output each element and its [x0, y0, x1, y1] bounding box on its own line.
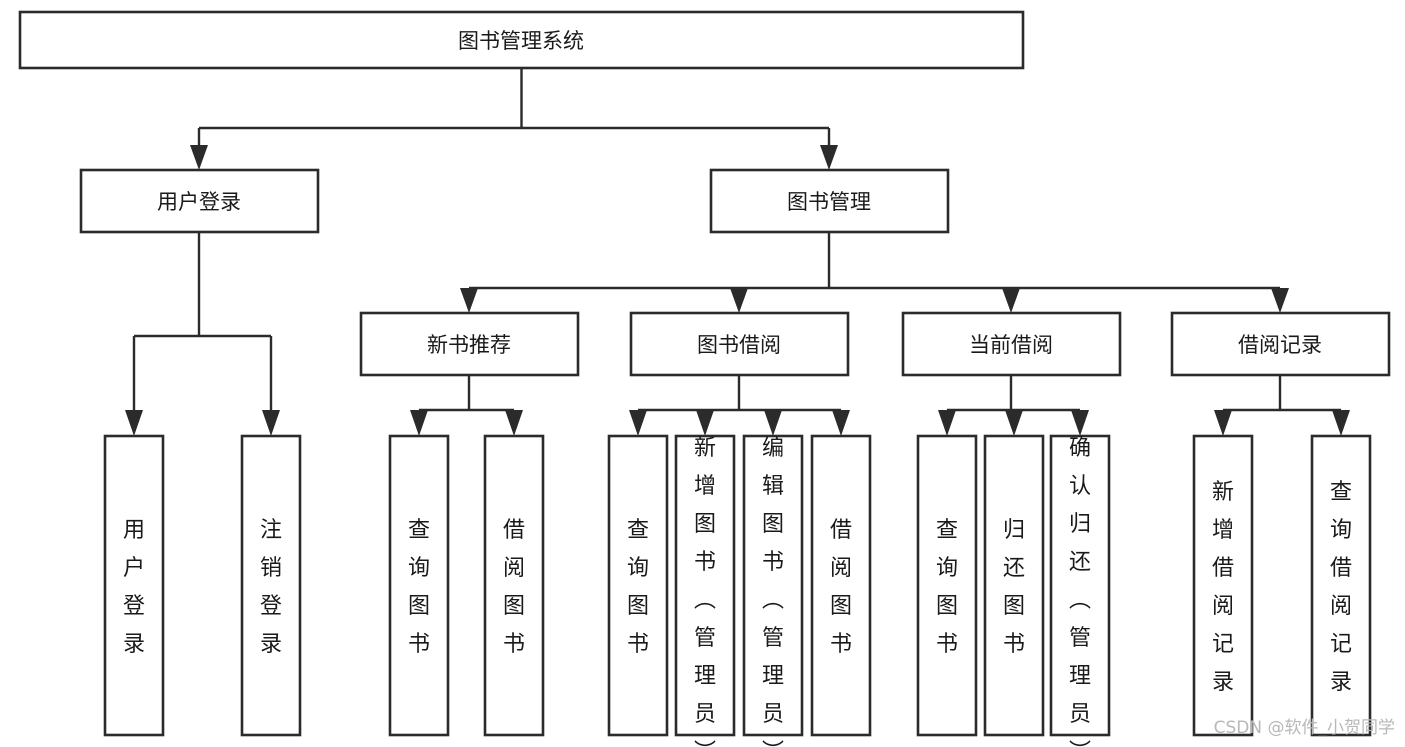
arrow-head-leaf-add-book [696, 410, 714, 436]
leaf-return-book-box[interactable] [983, 434, 1045, 737]
leaf-borrow-book-2-box[interactable] [810, 434, 872, 737]
edge-group-book-borrow [629, 375, 850, 436]
leaf-query-book-3-label: 查询图书 [936, 518, 958, 657]
leaf-user-login-box[interactable] [103, 434, 165, 737]
leaf-edit-book-label: 编辑图书︵管理员︶ [762, 436, 784, 747]
node-new-book-rec[interactable]: 新书推荐 [359, 311, 580, 377]
arrow-head-leaf-logout [262, 410, 280, 436]
node-book-manage-label: 图书管理 [787, 190, 871, 214]
leaf-borrow-book-1-label: 借阅图书 [503, 518, 525, 657]
arrow-head-leaf-edit-book [764, 410, 782, 436]
node-root-label: 图书管理系统 [458, 29, 584, 53]
node-new-book-rec-label: 新书推荐 [427, 333, 511, 357]
arrow-head-leaf-query-book-3 [938, 410, 956, 436]
leaf-query-book-1[interactable]: 查询图书 [388, 434, 450, 737]
node-book-manage-box[interactable] [709, 168, 950, 234]
node-book-borrow-label: 图书借阅 [697, 333, 781, 357]
edge-group-root [190, 68, 838, 170]
leaf-query-book-3[interactable]: 查询图书 [916, 434, 978, 737]
node-user-login-box[interactable] [79, 168, 320, 234]
node-user-login-label: 用户登录 [157, 190, 241, 214]
node-book-borrow[interactable]: 图书借阅 [629, 311, 850, 377]
node-user-login[interactable]: 用户登录 [79, 168, 320, 234]
leaf-confirm-return[interactable]: 确认归还︵管理员︶ [1049, 434, 1111, 747]
leaf-borrow-book-1[interactable]: 借阅图书 [483, 434, 545, 737]
arrow-head-book-borrow [730, 288, 748, 313]
leaf-logout-label: 注销登录 [260, 518, 282, 657]
node-book-borrow-box[interactable] [629, 311, 850, 377]
leaf-user-login-label: 用户登录 [123, 518, 145, 657]
node-current-borrow[interactable]: 当前借阅 [901, 311, 1122, 377]
node-borrow-record-box[interactable] [1170, 311, 1391, 377]
arrow-head-leaf-user-login [125, 410, 143, 436]
node-current-borrow-box[interactable] [901, 311, 1122, 377]
leaf-add-book-box[interactable] [674, 434, 736, 737]
leaf-query-book-2-box[interactable] [607, 434, 669, 737]
leaf-user-login[interactable]: 用户登录 [103, 434, 165, 737]
leaf-return-book-label: 归还图书 [1003, 518, 1025, 657]
leaf-confirm-return-label: 确认归还︵管理员︶ [1069, 436, 1091, 747]
leaf-confirm-return-box[interactable] [1049, 434, 1111, 737]
leaf-query-record-label: 查询借阅记录 [1330, 480, 1352, 695]
arrow-head-borrow-record [1271, 288, 1289, 313]
leaf-borrow-book-2-label: 借阅图书 [830, 518, 852, 657]
leaf-query-book-1-box[interactable] [388, 434, 450, 737]
node-borrow-record[interactable]: 借阅记录 [1170, 311, 1391, 377]
leaf-query-record[interactable]: 查询借阅记录 [1310, 434, 1372, 737]
edge-group-current-borrow [938, 375, 1089, 436]
leaf-add-book-label: 新增图书︵管理员︶ [694, 436, 716, 747]
leaf-query-book-1-label: 查询图书 [408, 518, 430, 657]
csdn-watermark: CSDN @软件_小贺同学 [1214, 718, 1395, 738]
node-root-box[interactable] [18, 10, 1025, 70]
arrow-head-leaf-add-record [1214, 410, 1232, 436]
arrow-head-new-book-rec [460, 288, 478, 313]
arrow-head-user-login [190, 145, 208, 170]
leaf-query-book-2[interactable]: 查询图书 [607, 434, 669, 737]
arrow-head-book-manage [820, 145, 838, 170]
leaf-query-record-box[interactable] [1310, 434, 1372, 737]
arrow-head-leaf-query-book-1 [410, 410, 428, 436]
leaf-edit-book[interactable]: 编辑图书︵管理员︶ [742, 434, 804, 747]
leaf-add-record-box[interactable] [1192, 434, 1254, 737]
leaf-borrow-book-1-box[interactable] [483, 434, 545, 737]
node-current-borrow-label: 当前借阅 [969, 333, 1053, 357]
leaf-edit-book-box[interactable] [742, 434, 804, 737]
leaf-logout[interactable]: 注销登录 [240, 434, 302, 737]
leaf-add-record-label: 新增借阅记录 [1212, 480, 1234, 695]
edge-group-user-login [125, 232, 280, 436]
node-borrow-record-label: 借阅记录 [1238, 333, 1322, 357]
leaf-add-record[interactable]: 新增借阅记录 [1192, 434, 1254, 737]
arrow-head-leaf-return-book [1005, 410, 1023, 436]
leaf-query-book-3-box[interactable] [916, 434, 978, 737]
leaf-add-book[interactable]: 新增图书︵管理员︶ [674, 434, 736, 747]
node-new-book-rec-box[interactable] [359, 311, 580, 377]
arrow-head-leaf-borrow-book-2 [832, 410, 850, 436]
leaf-logout-box[interactable] [240, 434, 302, 737]
leaf-borrow-book-2[interactable]: 借阅图书 [810, 434, 872, 737]
leaf-return-book[interactable]: 归还图书 [983, 434, 1045, 737]
arrow-head-leaf-confirm-return [1071, 410, 1089, 436]
edge-group-new-book-rec [410, 375, 523, 436]
arrow-head-current-borrow [1002, 288, 1020, 313]
node-root[interactable]: 图书管理系统 [18, 10, 1025, 70]
leaf-query-book-2-label: 查询图书 [627, 518, 649, 657]
arrow-head-leaf-query-book-2 [629, 410, 647, 436]
arrow-head-leaf-borrow-book-1 [505, 410, 523, 436]
node-book-manage[interactable]: 图书管理 [709, 168, 950, 234]
edge-group-book-manage [460, 232, 1289, 313]
edge-group-borrow-record [1214, 375, 1350, 436]
arrow-head-leaf-query-record [1332, 410, 1350, 436]
